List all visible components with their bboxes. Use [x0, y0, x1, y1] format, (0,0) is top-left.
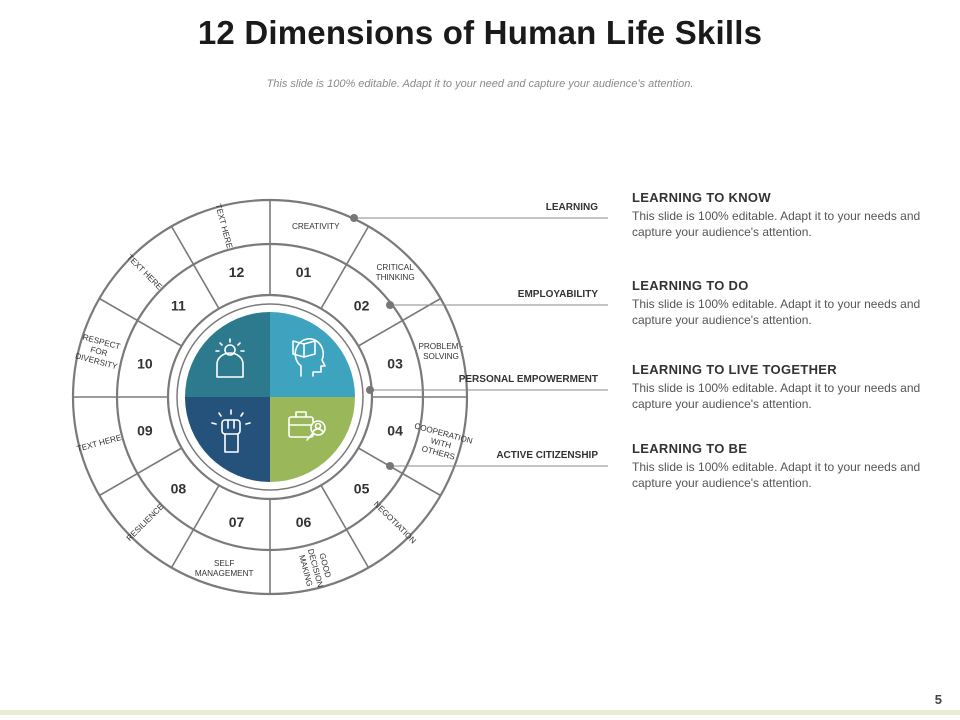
segment-label: CREATIVITY	[292, 222, 340, 231]
block-learning-to-live-together: LEARNING TO LIVE TOGETHER This slide is …	[632, 362, 932, 412]
segment-number: 08	[171, 481, 187, 497]
segment-number: 12	[229, 264, 245, 280]
block-text: This slide is 100% editable. Adapt it to…	[632, 297, 921, 327]
connector-label: ACTIVE CITIZENSHIP	[496, 450, 598, 461]
block-learning-to-know: LEARNING TO KNOW This slide is 100% edit…	[632, 190, 932, 240]
wheel-spoke	[320, 484, 370, 569]
segment-number: 03	[387, 355, 403, 371]
page-number: 5	[934, 692, 942, 707]
wheel-spoke	[320, 225, 370, 310]
wheel-spoke	[98, 297, 183, 347]
page-subtitle: This slide is 100% editable. Adapt it to…	[266, 78, 694, 90]
wheel-spoke	[357, 447, 442, 497]
segment-number: 06	[296, 514, 312, 530]
quadrant-raised-fist	[185, 397, 270, 482]
wheel-numbers: 01 02 03 04 05 06 07 08 09 10 11 12	[137, 264, 403, 530]
lightbulb-person-icon	[215, 338, 245, 378]
quadrant-icons	[211, 338, 326, 453]
block-text: This slide is 100% editable. Adapt it to…	[632, 460, 921, 490]
wheel-spoke	[98, 447, 183, 497]
block-title: LEARNING TO BE	[632, 441, 748, 456]
wheel-spokes	[73, 200, 467, 594]
block-learning-to-be: LEARNING TO BE This slide is 100% editab…	[632, 441, 932, 491]
segment-number: 07	[229, 514, 245, 530]
connector-dot	[386, 301, 394, 309]
block-title: LEARNING TO DO	[632, 278, 749, 293]
raised-fist-icon	[211, 409, 251, 453]
block-learning-to-do: LEARNING TO DO This slide is 100% editab…	[632, 278, 932, 328]
quadrant-briefcase-person	[270, 397, 355, 482]
segment-number: 05	[354, 481, 370, 497]
connector-label: PERSONAL EMPOWERMENT	[459, 374, 598, 385]
block-text: This slide is 100% editable. Adapt it to…	[632, 381, 921, 411]
segment-number: 01	[296, 264, 312, 280]
center-quadrants	[185, 312, 355, 482]
segment-number: 10	[137, 355, 153, 371]
connector-label: LEARNING	[546, 202, 598, 213]
connector-label: EMPLOYABILITY	[518, 289, 599, 300]
wheel-spoke	[357, 297, 442, 347]
segment-label: PROBLEM -SOLVING	[418, 342, 463, 361]
block-title: LEARNING TO LIVE TOGETHER	[632, 362, 837, 377]
block-title: LEARNING TO KNOW	[632, 190, 771, 205]
page-title: 12 Dimensions of Human Life Skills	[197, 14, 763, 51]
connector-dot	[386, 462, 394, 470]
briefcase-person-icon	[288, 411, 326, 441]
connector-lines: LEARNING EMPLOYABILITY PERSONAL EMPOWERMEN…	[350, 202, 608, 470]
segment-number: 11	[171, 297, 186, 313]
reading-head-icon	[292, 338, 326, 377]
segment-label: GOODDECISIONMAKING	[296, 545, 334, 591]
connector-dot	[350, 214, 358, 222]
segment-number: 02	[354, 297, 370, 313]
wheel-spoke	[170, 484, 220, 569]
bottom-accent-bar	[0, 710, 960, 715]
segment-number: 09	[137, 423, 153, 439]
wheel-spoke	[170, 225, 220, 310]
segment-number: 04	[387, 423, 403, 439]
block-text: This slide is 100% editable. Adapt it to…	[632, 209, 921, 239]
connector-dot	[366, 386, 374, 394]
